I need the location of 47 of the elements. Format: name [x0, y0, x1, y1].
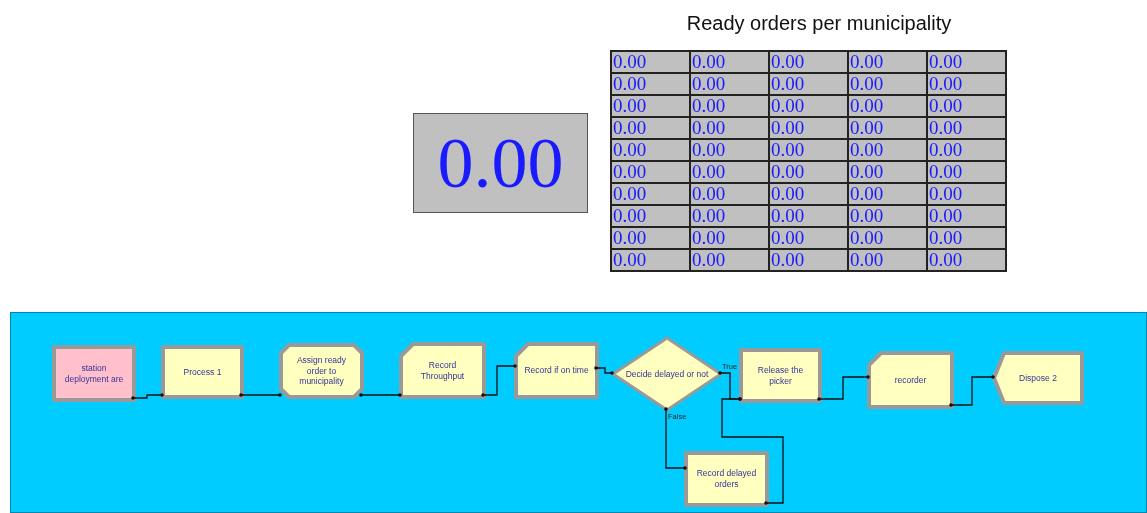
module-label: Process 1	[183, 366, 222, 378]
table-cell: 0.00	[611, 73, 690, 95]
module-label: recorder	[894, 374, 927, 386]
process-module	[741, 350, 820, 401]
module-label: Record Throughput	[419, 359, 466, 382]
table-cell: 0.00	[611, 205, 690, 227]
connector	[949, 375, 995, 407]
connector	[817, 375, 870, 401]
record-module	[516, 344, 597, 397]
process-module	[686, 453, 767, 505]
table-cell: 0.00	[611, 249, 690, 271]
connector	[664, 407, 687, 470]
create-module	[54, 347, 134, 400]
assign-module	[281, 345, 362, 397]
connector	[481, 364, 517, 397]
table-cell: 0.00	[848, 51, 927, 73]
table-cell: 0.00	[769, 51, 848, 73]
table-cell: 0.00	[611, 183, 690, 205]
module-label: Record delayed orders	[695, 468, 758, 490]
module-label: Dispose 2	[1019, 372, 1057, 384]
module-label: Record if on time	[524, 365, 589, 376]
decision-diamond	[613, 338, 721, 410]
module-label: station deployment are	[63, 362, 125, 385]
module-label: Release the picker	[756, 364, 805, 387]
table-title: Ready orders per municipality	[685, 12, 953, 35]
table-cell: 0.00	[611, 51, 690, 73]
record-module	[401, 344, 484, 397]
table-cell: 0.00	[690, 51, 769, 73]
module-label: Assign ready order to municipality	[295, 355, 348, 387]
table-cell: 0.00	[611, 117, 690, 139]
connector	[359, 393, 402, 397]
value-text: 0.00	[437, 127, 564, 199]
value-display	[413, 113, 588, 213]
model-canvas	[10, 312, 1147, 513]
table-cell: 0.00	[611, 139, 690, 161]
connector	[594, 366, 614, 375]
table-cell: 0.00	[611, 227, 690, 249]
module-label: Decide delayed or not	[625, 368, 709, 380]
record-module	[869, 353, 952, 407]
connector	[131, 393, 164, 400]
dispose-module	[994, 353, 1082, 403]
table-cell: 0.00	[611, 95, 690, 117]
table-cell: 0.00	[927, 51, 1006, 73]
connector	[721, 397, 784, 505]
process-module	[163, 347, 242, 397]
table-cell: 0.00	[611, 161, 690, 183]
connector	[239, 393, 282, 397]
